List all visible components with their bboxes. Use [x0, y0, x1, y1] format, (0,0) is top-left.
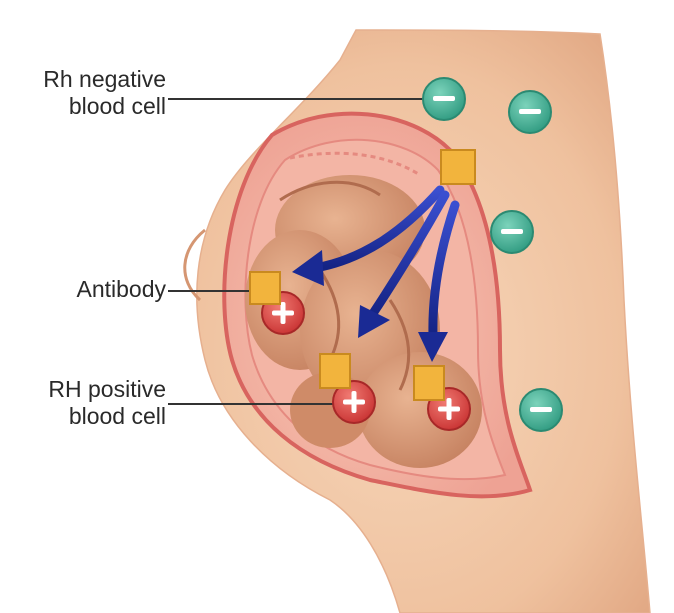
arrow-icon-1 — [292, 185, 445, 286]
minus-sign-icon — [530, 407, 552, 412]
arrow-icon-3 — [418, 200, 460, 362]
minus-sign-icon — [501, 229, 523, 234]
label-rh-negative-blood-cell: Rh negative blood cell — [8, 66, 166, 120]
rh-positive-cell — [332, 380, 376, 424]
label-rh-positive-line-2: blood cell — [68, 403, 166, 429]
antibody-square — [440, 149, 476, 185]
rh-negative-cell — [519, 388, 563, 432]
antibody-square — [249, 271, 281, 305]
label-rh-positive-blood-cell: RH positive blood cell — [8, 376, 166, 430]
arrow-icon-2 — [358, 190, 450, 338]
rh-negative-cell — [490, 210, 534, 254]
antibody-square — [413, 365, 445, 401]
antibody-square — [319, 353, 351, 389]
minus-sign-icon — [519, 109, 541, 114]
label-rh-negative-line-2: blood cell — [68, 93, 166, 119]
breast-curve — [183, 228, 206, 302]
label-rh-negative-line-1: Rh negative — [43, 66, 166, 92]
label-antibody: Antibody — [76, 276, 166, 302]
label-rh-positive-line-1: RH positive — [48, 376, 166, 402]
minus-sign-icon — [433, 96, 455, 101]
rh-negative-cell — [508, 90, 552, 134]
rh-negative-cell — [422, 77, 466, 121]
